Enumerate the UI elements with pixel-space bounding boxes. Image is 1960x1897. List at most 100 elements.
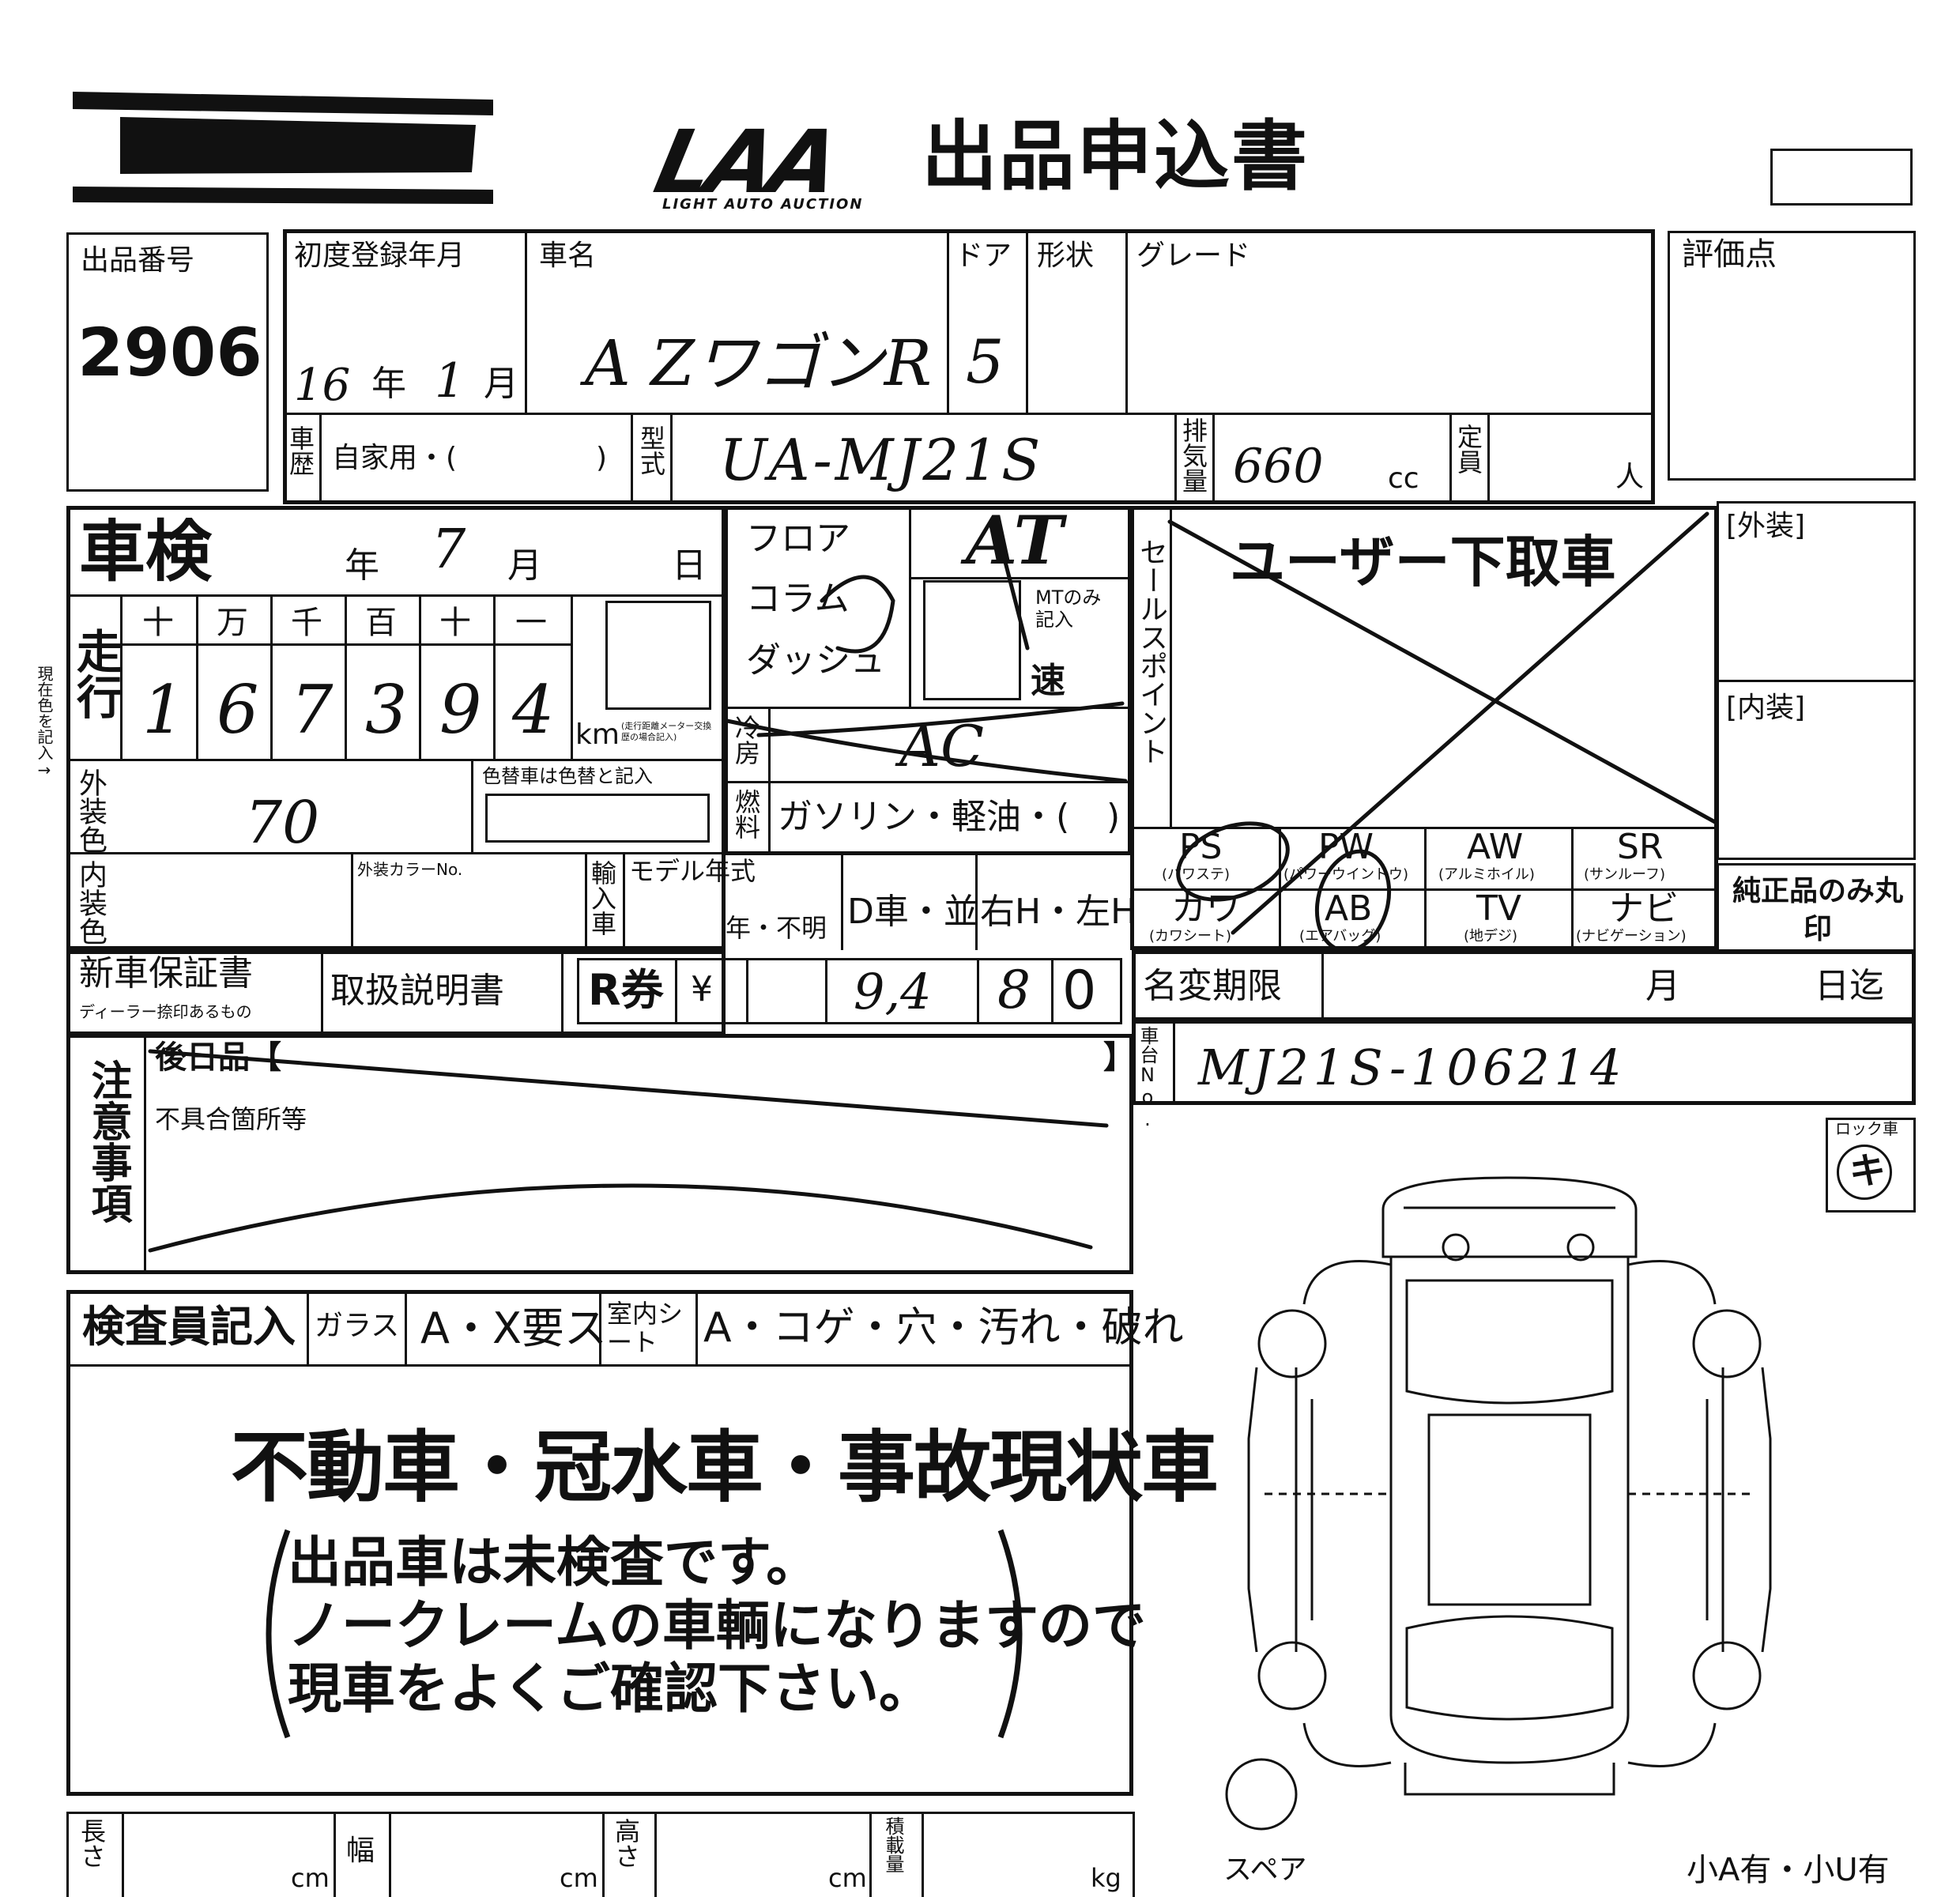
glass-label: ガラス xyxy=(315,1310,400,1342)
equip-ab[interactable]: AB xyxy=(1325,888,1373,929)
load-label: 積載量 xyxy=(882,1816,904,1873)
width-unit: cm xyxy=(560,1863,598,1893)
yen-sign: ¥ xyxy=(691,969,713,1009)
documents-box xyxy=(66,950,726,1035)
equip-aw-desc: (アルミホイル) xyxy=(1438,866,1535,883)
recycle-digit-1: 9,4 xyxy=(854,963,932,1020)
inspection-box xyxy=(66,506,726,950)
stamp-title: 不動車・冠水車・事故現状車 xyxy=(231,1423,1219,1513)
glass-options: A・X要ス xyxy=(420,1303,607,1353)
later-items-close: 】 xyxy=(1103,1039,1135,1076)
first-reg-year: 16 xyxy=(294,360,351,411)
name-change-month: 月 xyxy=(1645,966,1680,1006)
rating-box xyxy=(1668,231,1916,481)
car-history-label: 車歴 xyxy=(285,425,315,476)
cc-unit: cc xyxy=(1388,462,1419,495)
stamp-paren-left xyxy=(247,1527,294,1740)
equip-ps[interactable]: PS xyxy=(1179,827,1223,867)
chassis-number: MJ21S-106214 xyxy=(1198,1039,1626,1096)
interior-label: [内装] xyxy=(1726,692,1806,724)
equip-tv-desc: (地デジ) xyxy=(1464,928,1518,945)
ac-value: AC xyxy=(899,713,985,779)
vehicle-info-box xyxy=(283,229,1655,504)
mileage-digit-4: 3 xyxy=(365,671,408,749)
color-change-label: 色替車は色替と記入 xyxy=(482,765,653,787)
equip-pw-desc: (パワーウインドウ) xyxy=(1283,866,1409,883)
sales-note: ユーザー下取車 xyxy=(1230,530,1616,594)
rating-label: 評価点 xyxy=(1682,236,1777,273)
notes-label: 注意事項 xyxy=(84,1059,131,1224)
form-title: 出品申込書 xyxy=(922,112,1309,201)
digit-header-5: 十 xyxy=(439,605,471,641)
car-damage-diagram[interactable] xyxy=(1217,1162,1802,1842)
car-name-label: 車名 xyxy=(539,239,597,272)
equip-navi-desc: (ナビゲーション) xyxy=(1576,928,1687,945)
shaken-day: 日 xyxy=(672,545,707,586)
seat-options: A・コゲ・穴・汚れ・破れ xyxy=(703,1304,1184,1352)
defects-label: 不具合箇所等 xyxy=(155,1104,307,1134)
lock-mark-circle xyxy=(1837,1145,1892,1200)
model-year-value: 年・不明 xyxy=(726,913,827,943)
warranty-note: ディーラー捺印あるもの xyxy=(79,1002,252,1021)
name-change-day: 日迄 xyxy=(1815,966,1884,1006)
mt-note: MTのみ記入 xyxy=(1035,586,1102,631)
length-unit: cm xyxy=(291,1863,330,1893)
logo-subtitle: LIGHT AUTO AUCTION xyxy=(662,196,864,213)
top-right-box xyxy=(1770,149,1913,206)
recycle-digit-3: 0 xyxy=(1062,960,1097,1022)
listing-number-label: 出品番号 xyxy=(81,244,195,277)
displacement: 660 xyxy=(1233,439,1324,494)
digit-header-6: 一 xyxy=(515,605,547,641)
stamp-line-2: ノークレームの車輌になりますので xyxy=(288,1595,1146,1658)
equip-navi[interactable]: ナビ xyxy=(1609,888,1679,929)
fuel-type: ガソリン・軽油・( xyxy=(778,797,1070,837)
mileage-digit-1: 1 xyxy=(142,671,185,749)
import-label: 輸入車 xyxy=(587,860,617,936)
manual-label: 取扱説明書 xyxy=(330,971,504,1011)
equip-tv[interactable]: TV xyxy=(1476,888,1521,929)
ext-color-no-label: 外装カラーNo. xyxy=(357,860,463,879)
mileage-label: 走行 xyxy=(69,628,122,719)
lock-mark: キ xyxy=(1849,1149,1886,1192)
km-unit: km xyxy=(575,718,620,751)
model-label: 型式 xyxy=(636,425,666,476)
listing-number-box xyxy=(66,232,269,492)
seat-label: 室内シート xyxy=(607,1299,684,1357)
person-unit: 人 xyxy=(1615,461,1645,493)
digit-header-4: 百 xyxy=(365,605,397,641)
color-change-box[interactable] xyxy=(485,794,710,843)
listing-number: 2906 xyxy=(77,314,262,391)
warranty-label: 新車保証書 xyxy=(79,953,253,994)
equip-sr-desc: (サンルーフ) xyxy=(1584,866,1665,883)
lock-box xyxy=(1826,1118,1916,1212)
recycle-digit-2: 8 xyxy=(997,960,1031,1020)
mt-gear-box[interactable] xyxy=(923,580,1021,700)
model-year-label: モデル年式 xyxy=(629,856,756,886)
shaken-month-value: 7 xyxy=(432,519,466,581)
dealer-type: D車・並 xyxy=(847,892,978,932)
first-reg-label: 初度登録年月 xyxy=(294,239,466,272)
car-name: A ZワゴンR xyxy=(585,326,933,400)
mileage-digit-5: 9 xyxy=(439,671,482,749)
year-label: 年 xyxy=(371,364,406,404)
name-change-label: 名変期限 xyxy=(1143,966,1282,1006)
load-unit: kg xyxy=(1091,1863,1121,1893)
sales-point-label: セールスポイント xyxy=(1135,537,1167,765)
dimensions-box xyxy=(66,1812,1135,1897)
equip-aw[interactable]: AW xyxy=(1467,827,1524,867)
equip-leather-desc: (カワシート) xyxy=(1149,928,1232,945)
door-label: ドア xyxy=(955,239,1012,272)
equip-sr[interactable]: SR xyxy=(1617,827,1664,867)
mileage-digit-2: 6 xyxy=(217,671,259,749)
height-unit: cm xyxy=(828,1863,867,1893)
handle-side: 右H・左H xyxy=(980,892,1137,932)
grade-label: グレード xyxy=(1136,239,1251,272)
fuel-close: ) xyxy=(1106,797,1121,837)
shape-label: 形状 xyxy=(1037,239,1095,272)
shaken-month: 月 xyxy=(507,545,542,586)
height-label: 高さ xyxy=(611,1818,641,1869)
first-reg-month: 1 xyxy=(435,353,466,409)
model-code: UA-MJ21S xyxy=(719,427,1044,493)
km-note: (走行距離メーター交換歴の場合記入) xyxy=(621,721,712,742)
